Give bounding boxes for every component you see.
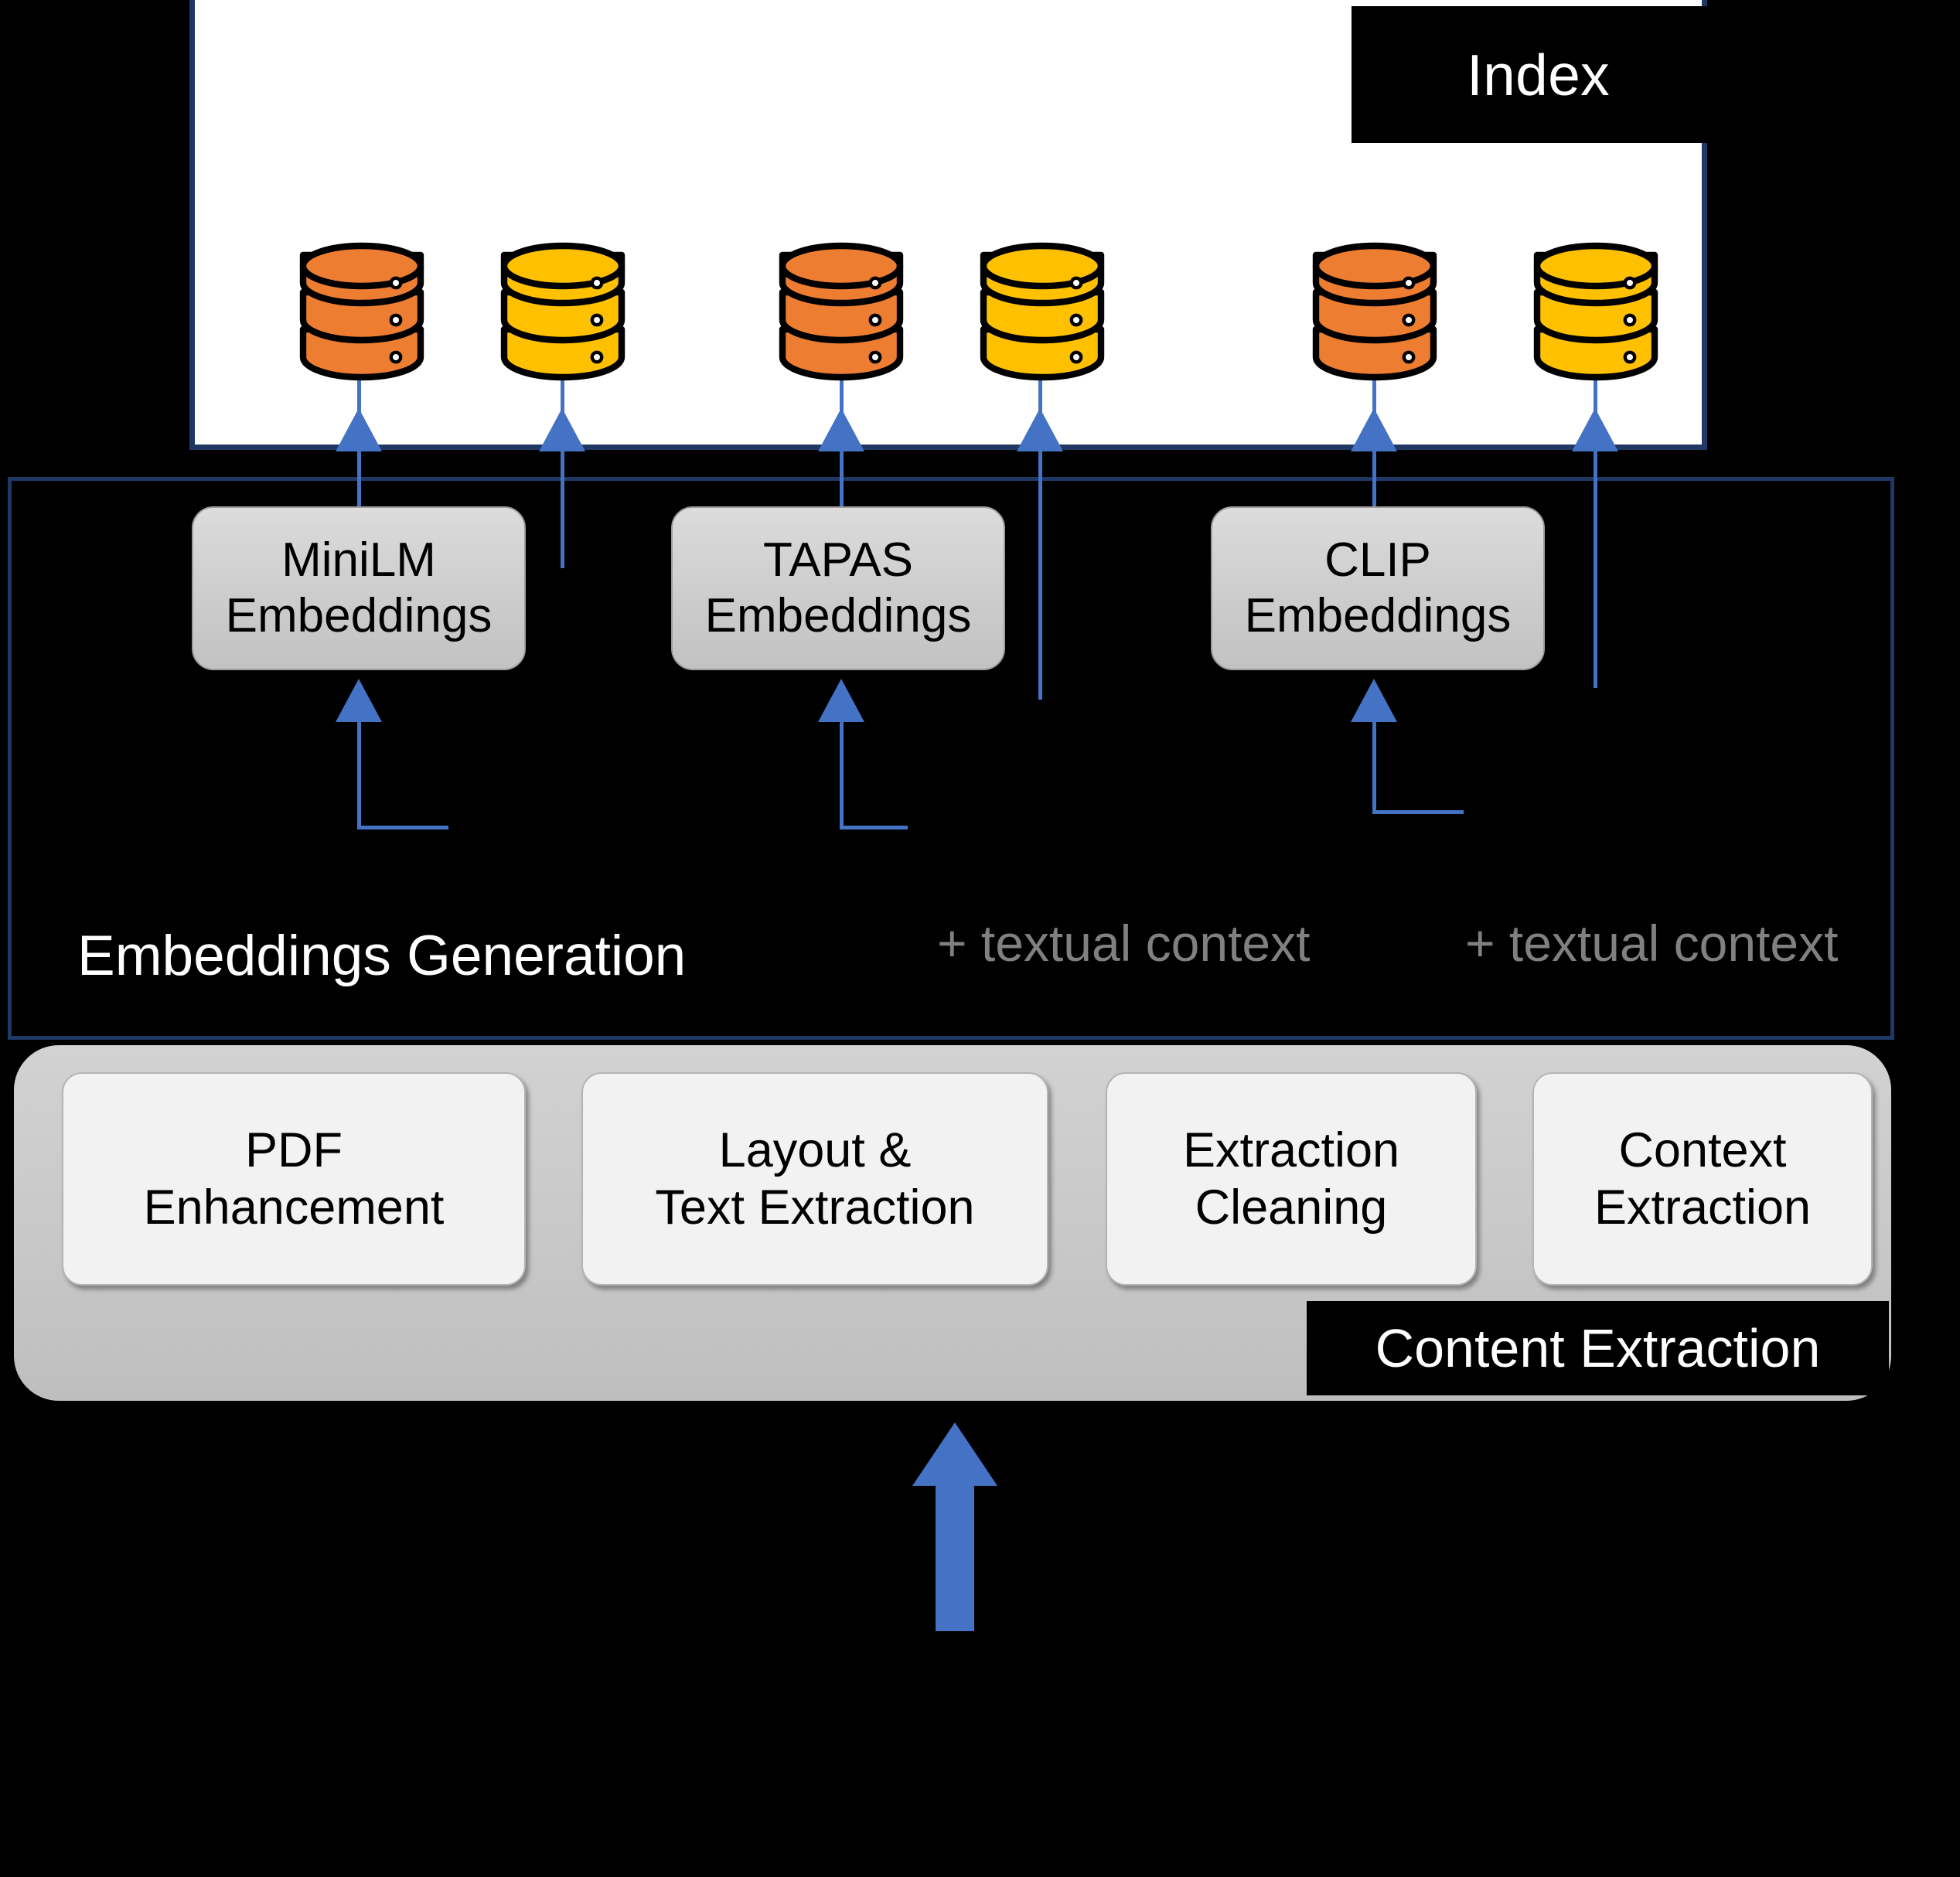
stage-box-context-extraction-line2: Extraction (1594, 1180, 1812, 1235)
embeddings-generation-frame (8, 477, 1894, 1040)
elbow-horizontal-tapas (840, 826, 908, 829)
embedding-box-clip[interactable]: CLIP Embeddings (1211, 506, 1545, 670)
index-badge: Index (1352, 6, 1725, 143)
database-icon-minilm-text (297, 240, 427, 400)
stage-box-context-extraction-line1: Context (1618, 1122, 1787, 1177)
arrowhead-db-1 (336, 408, 382, 451)
arrowhead-into-tapas (818, 679, 864, 722)
elbow-horizontal-clip (1372, 810, 1464, 814)
elbow-horizontal-minilm (357, 826, 448, 829)
database-icon-tapas-text (776, 240, 906, 400)
elbow-vertical-tapas (840, 719, 844, 829)
embedding-box-minilm[interactable]: MiniLM Embeddings (192, 506, 526, 670)
arrowhead-db-2 (539, 408, 585, 451)
database-icon-clip-vector (1531, 240, 1661, 400)
embedding-box-clip-name: CLIP (1324, 533, 1431, 588)
embedding-box-minilm-suffix: Embeddings (225, 589, 493, 642)
stage-box-pdf-enhancement-line1: PDF (245, 1122, 343, 1177)
textual-context-label-1: + textual context (937, 915, 1311, 972)
stage-box-layout-text-extraction-line2: Text Extraction (655, 1180, 975, 1235)
arrowhead-db-3 (818, 408, 864, 451)
connector-text-passthrough-3 (1594, 332, 1597, 688)
stage-box-context-extraction[interactable]: Context Extraction (1532, 1072, 1873, 1286)
arrowhead-into-clip (1351, 679, 1397, 722)
database-icon-clip-text (1310, 240, 1440, 400)
embedding-box-minilm-name: MiniLM (281, 533, 436, 588)
textual-context-label-2: + textual context (1465, 915, 1839, 972)
stage-box-extraction-cleaning[interactable]: Extraction Cleaning (1106, 1072, 1477, 1286)
arrowhead-db-6 (1572, 408, 1618, 451)
stage-box-pdf-enhancement[interactable]: PDF Enhancement (62, 1072, 526, 1286)
elbow-vertical-minilm (357, 719, 361, 829)
embedding-box-tapas[interactable]: TAPAS Embeddings (671, 506, 1005, 670)
stage-box-extraction-cleaning-line2: Cleaning (1195, 1180, 1388, 1235)
arrowhead-db-4 (1017, 408, 1063, 451)
embedding-box-tapas-name: TAPAS (762, 533, 914, 588)
embedding-box-clip-suffix: Embeddings (1244, 589, 1512, 642)
database-icon-minilm-vector (498, 240, 628, 400)
stage-box-pdf-enhancement-line2: Enhancement (143, 1180, 445, 1235)
stage-box-layout-text-extraction[interactable]: Layout & Text Extraction (581, 1072, 1048, 1286)
connector-text-passthrough-2 (1038, 332, 1042, 700)
database-icon-tapas-vector (977, 240, 1107, 400)
stage-box-extraction-cleaning-line1: Extraction (1182, 1122, 1400, 1177)
embedding-box-tapas-suffix: Embeddings (704, 589, 972, 642)
embeddings-generation-title: Embeddings Generation (77, 925, 687, 987)
content-extraction-badge: Content Extraction (1307, 1301, 1889, 1395)
stage-box-layout-text-extraction-line1: Layout & (718, 1122, 912, 1177)
elbow-vertical-clip (1372, 719, 1376, 813)
input-arrow-icon (912, 1422, 997, 1631)
arrowhead-into-minilm (336, 679, 382, 722)
arrowhead-db-5 (1351, 408, 1397, 451)
